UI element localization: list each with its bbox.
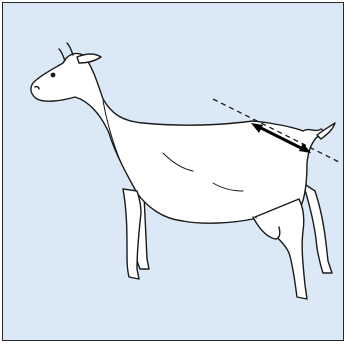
- goat-eye: [51, 73, 56, 78]
- diagram-frame: [2, 2, 344, 341]
- goat-diagram: [3, 3, 343, 340]
